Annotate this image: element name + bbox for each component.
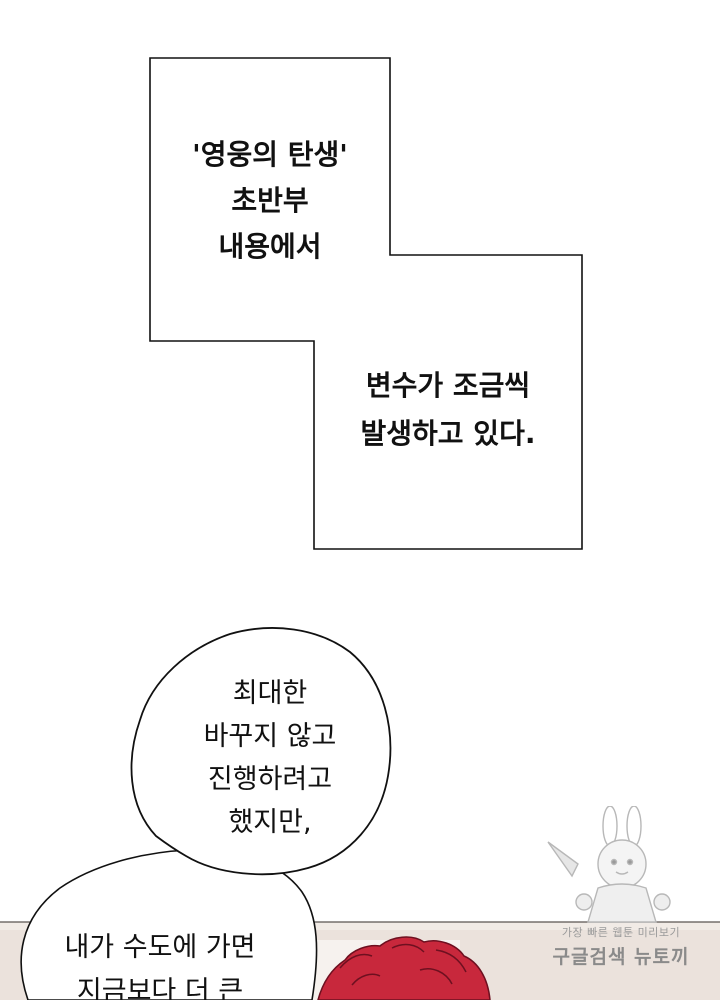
- speech-bubble-text-2: 내가 수도에 가면 지금보다 더 큰: [64, 932, 256, 1000]
- watermark-tagline: 가장 빠른 웹툰 미리보기: [561, 926, 681, 939]
- watermark-search-text: 구글검색 뉴토끼: [552, 946, 690, 968]
- speech-bubble-upper: [130, 627, 392, 876]
- caption-box-outline: [149, 57, 583, 550]
- bunny-mascot-icon: [547, 805, 671, 923]
- narration-caption-2: 변수가 조금씩 발생하고 있다.: [360, 369, 536, 450]
- speech-bubble-text-1: 최대한 바꾸지 않고 진행하려고 했지만,: [203, 678, 337, 838]
- character-hair: [317, 936, 491, 1000]
- narration-caption-1: '영웅의 탄생' 초반부 내용에서: [192, 138, 348, 263]
- site-watermark: 가장 빠른 웹툰 미리보기 구글검색 뉴토끼: [532, 805, 710, 976]
